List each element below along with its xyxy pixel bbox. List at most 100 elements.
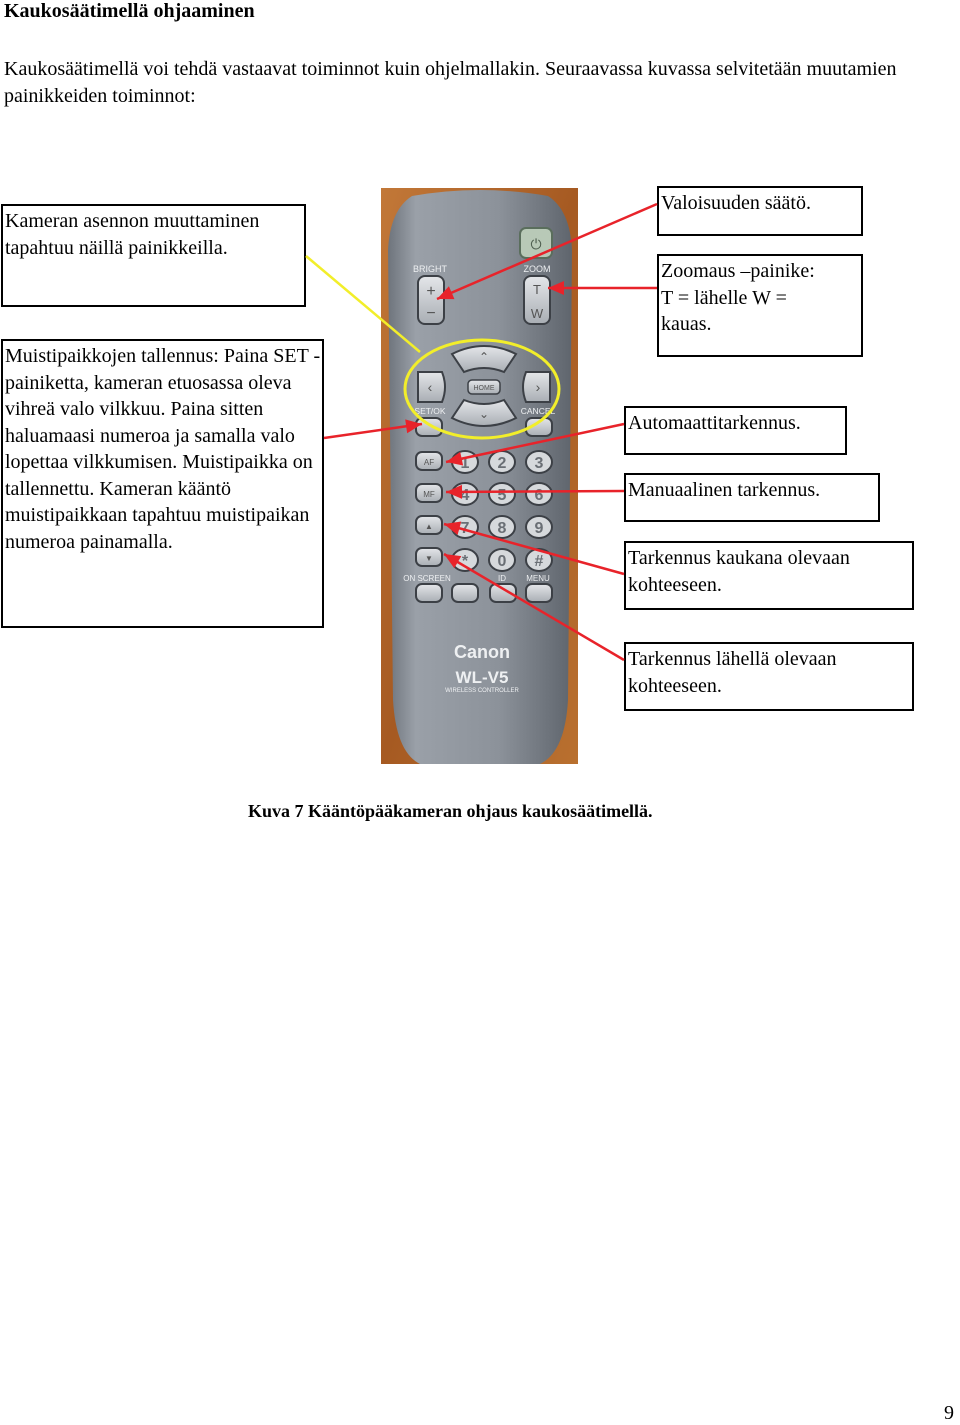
mf-button[interactable] xyxy=(415,483,443,503)
callout-autofocus-text: Automaattitarkennus. xyxy=(628,412,801,434)
keypad-label: * xyxy=(462,553,469,570)
power-button[interactable] xyxy=(519,227,553,259)
pad-up-button[interactable] xyxy=(450,345,518,374)
model-sub: WIRELESS CONTROLLER xyxy=(445,688,519,694)
red-arrowhead xyxy=(444,521,462,536)
red-arrow-line xyxy=(323,422,423,440)
callout-brightness-text: Valoisuuden säätö. xyxy=(661,192,811,214)
keypad-label: 1 xyxy=(461,455,470,472)
keypad-label: 4 xyxy=(461,487,470,504)
pad-down-icon: ⌄ xyxy=(479,407,489,421)
keypad: 1 2 3 4 5 6 7 8 9 * 0 # xyxy=(451,450,553,572)
bright-plus: + xyxy=(426,283,435,300)
zoom-rocker[interactable] xyxy=(523,275,551,325)
intro-paragraph: Kaukosäätimellä voi tehdä vastaavat toim… xyxy=(4,58,897,107)
callout-brightness: Valoisuuden säätö. xyxy=(657,186,863,236)
keypad-label: 8 xyxy=(498,520,507,537)
menu-label: MENU xyxy=(526,574,550,583)
callout-autofocus: Automaattitarkennus. xyxy=(624,406,847,455)
page-heading: Kaukosäätimellä ohjaaminen xyxy=(4,0,255,22)
model-name: WL-V5 xyxy=(456,668,509,687)
red-arrow-line xyxy=(443,522,625,576)
red-arrowhead xyxy=(444,554,462,569)
keypad-button-3[interactable] xyxy=(525,450,553,474)
id-button[interactable] xyxy=(489,583,517,603)
bright-minus: − xyxy=(426,305,435,322)
keypad-button-hash[interactable] xyxy=(525,548,553,572)
keypad-button-5[interactable] xyxy=(488,482,516,506)
mf-label: MF xyxy=(423,490,435,499)
red-arrowhead xyxy=(446,484,463,499)
remote-body xyxy=(388,190,572,764)
red-arrow-line xyxy=(443,552,625,662)
home-label: HOME xyxy=(474,385,495,392)
callout-manual-focus-text: Manuaalinen tarkennus. xyxy=(628,479,821,501)
callout-manual-focus: Manuaalinen tarkennus. xyxy=(624,473,880,522)
figure-caption: Kuva 7 Kääntöpääkameran ohjaus kaukosäät… xyxy=(248,801,653,821)
red-arrow-line xyxy=(445,422,625,464)
af-button[interactable] xyxy=(415,451,443,471)
bright-rocker[interactable] xyxy=(417,275,445,325)
onscreen-label: ON SCREEN xyxy=(403,574,451,583)
red-arrowhead xyxy=(446,451,464,466)
focus-far-icon: ▲ xyxy=(425,522,433,531)
page-number: 9 xyxy=(944,1402,954,1424)
keypad-button-9[interactable] xyxy=(525,515,553,539)
red-arrows xyxy=(323,202,658,662)
keypad-button-6[interactable] xyxy=(525,482,553,506)
keypad-button-8[interactable] xyxy=(488,515,516,539)
focus-far-button[interactable] xyxy=(415,515,443,535)
callout-camera-position: Kameran asennon muuttaminen tapahtuu näi… xyxy=(1,204,306,307)
setok-label: SET/OK xyxy=(414,406,446,416)
callout-camera-position-text: Kameran asennon muuttaminen tapahtuu näi… xyxy=(5,210,260,259)
zoom-w: W xyxy=(531,306,544,321)
focus-near-button[interactable] xyxy=(415,547,443,567)
callout-focus-near-text: Tarkennus lähellä olevaan kohteeseen. xyxy=(628,648,837,697)
af-label: AF xyxy=(424,458,434,467)
power-icon: ⏻ xyxy=(530,236,541,252)
focus-near-icon: ▼ xyxy=(425,554,433,563)
callout-memory: Muistipaikkojen tallennus: Paina SET -pa… xyxy=(1,339,324,628)
home-button[interactable] xyxy=(467,379,501,395)
pad-up-icon: ⌃ xyxy=(479,350,489,364)
pad-left-icon: ‹ xyxy=(428,379,433,395)
brand-logo: Canon xyxy=(454,642,510,662)
callout-zoom-text: Zoomaus –painike: T = lähelle W = kauas. xyxy=(661,260,815,335)
keypad-label: # xyxy=(535,553,544,570)
zoom-label: ZOOM xyxy=(524,264,551,274)
yellow-pointer-line xyxy=(305,255,421,353)
id-label: ID xyxy=(498,574,506,583)
pad-down-button[interactable] xyxy=(450,398,518,427)
pad-right-button[interactable] xyxy=(522,371,551,403)
keypad-label: 3 xyxy=(535,455,544,472)
keypad-label: 2 xyxy=(498,455,507,472)
pad-left-button[interactable] xyxy=(417,371,446,403)
red-arrow-line xyxy=(445,489,625,494)
red-arrowhead xyxy=(405,419,422,434)
keypad-label: 0 xyxy=(498,553,507,570)
callout-focus-far: Tarkennus kaukana olevaan kohteeseen. xyxy=(624,541,914,610)
keypad-button-0[interactable] xyxy=(488,548,516,572)
remote-diagram: ⏻ BRIGHT + − ZOOM T W ⌃ ‹ › ⌄ HOME SET/O… xyxy=(305,188,658,764)
setok-button[interactable] xyxy=(415,417,443,437)
callout-memory-text: Muistipaikkojen tallennus: Paina SET -pa… xyxy=(5,345,321,553)
red-arrow-line xyxy=(436,202,658,301)
keypad-label: 5 xyxy=(498,487,507,504)
red-arrowhead xyxy=(437,286,455,300)
pad-right-icon: › xyxy=(536,379,541,395)
bottom-button-2[interactable] xyxy=(451,583,479,603)
callout-zoom: Zoomaus –painike: T = lähelle W = kauas. xyxy=(657,254,863,357)
red-arrowhead xyxy=(548,281,564,295)
cancel-label: CANCEL xyxy=(521,406,556,416)
direction-pad-highlight xyxy=(403,338,561,440)
keypad-label: 7 xyxy=(461,520,470,537)
keypad-label: 6 xyxy=(535,487,544,504)
cancel-button[interactable] xyxy=(525,417,553,437)
keypad-label: 9 xyxy=(535,520,544,537)
onscreen-button[interactable] xyxy=(415,583,443,603)
callout-focus-far-text: Tarkennus kaukana olevaan kohteeseen. xyxy=(628,547,850,596)
zoom-t: T xyxy=(533,282,541,297)
callout-focus-near: Tarkennus lähellä olevaan kohteeseen. xyxy=(624,642,914,711)
menu-button[interactable] xyxy=(525,583,553,603)
bright-label: BRIGHT xyxy=(413,264,448,274)
